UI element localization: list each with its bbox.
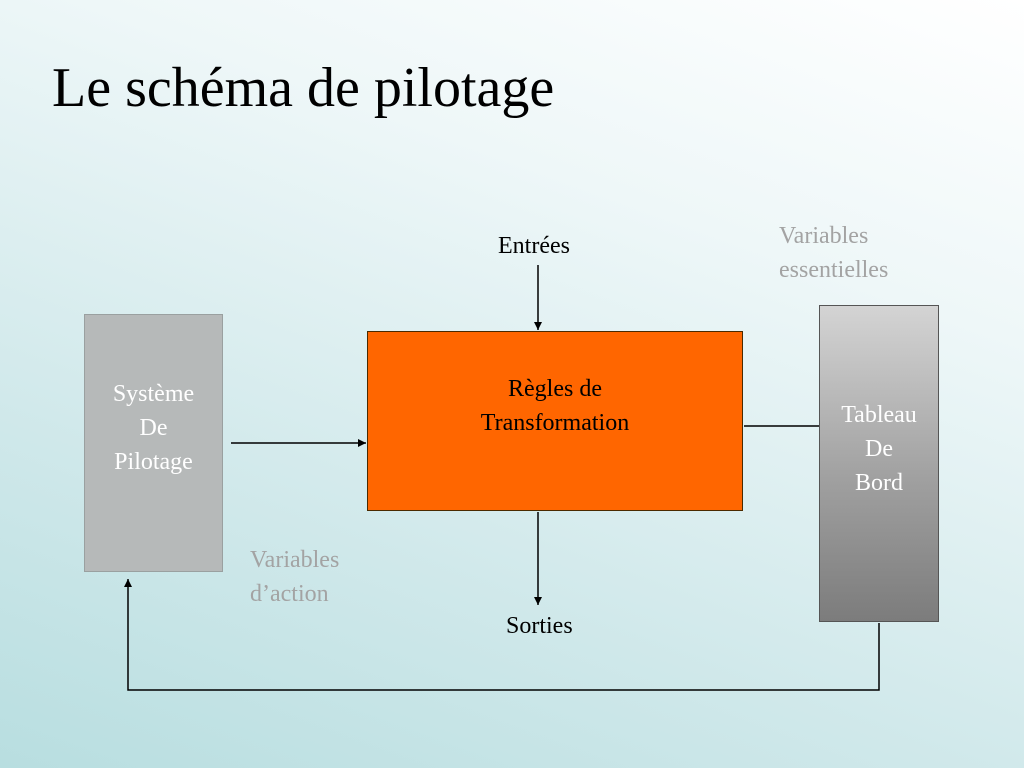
node-systeme-de-pilotage: Système De Pilotage [84,314,223,572]
label-variables-essentielles-line-1: Variables [779,223,869,249]
node-tableau-line-3: Bord [855,470,903,496]
node-tableau-line-2: De [865,436,893,462]
node-regles-line-2: Transformation [480,410,630,436]
label-variables-action-line-2: d’action [250,581,329,607]
label-variables-action-line-1: Variables [250,547,340,573]
feedback-loop-arrow [124,579,880,691]
label-variables-action: Variables d’action [250,543,339,611]
label-entrees: Entrées [498,233,570,259]
node-regles-line-1: Règles de [508,376,602,402]
node-systeme-line-3: Pilotage [114,449,193,475]
node-regles-de-transformation: Règles de Transformation [367,331,743,511]
node-tableau-line-1: Tableau [841,402,917,428]
slide-title: Le schéma de pilotage [52,57,555,119]
label-variables-essentielles-line-2: essentielles [779,257,889,283]
node-systeme-line-2: De [139,415,168,441]
node-systeme-line-1: Système [112,381,195,407]
label-variables-essentielles: Variables essentielles [779,219,888,287]
node-tableau-de-bord: Tableau De Bord [819,305,939,622]
label-sorties: Sorties [506,613,573,639]
